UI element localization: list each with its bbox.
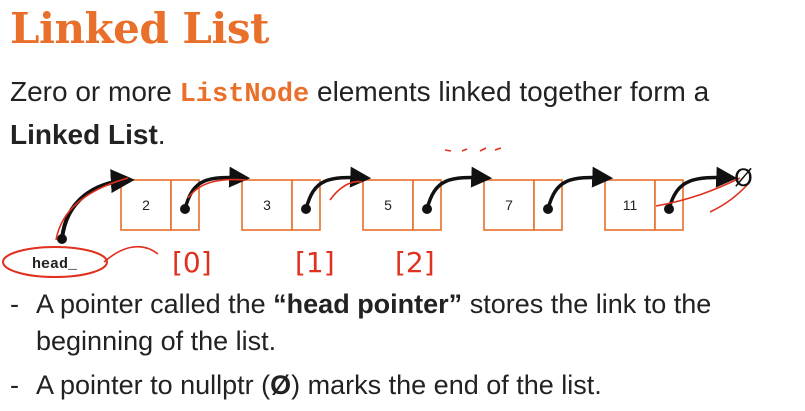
next-pointer-arrow xyxy=(425,166,493,210)
head-annotation-curve xyxy=(103,245,159,263)
node-value: 7 xyxy=(505,197,513,213)
head-annotation-arrow xyxy=(55,177,129,241)
listnode-code: ListNode xyxy=(179,80,310,110)
null-annotation-arrow xyxy=(655,177,749,213)
intro-part3: . xyxy=(157,119,166,150)
bullet-dash: - xyxy=(10,370,19,400)
first-node-annotation-arrow xyxy=(187,178,247,199)
node-value: 3 xyxy=(263,197,271,213)
underline-annotation-arrow xyxy=(329,180,363,201)
index-annotation-2: [2] xyxy=(395,246,435,279)
head-annotation-circle xyxy=(2,246,108,278)
bullet-text: A pointer called the “head pointer” stor… xyxy=(36,286,800,360)
head-label: head_ xyxy=(32,256,78,273)
node-group: 2 3 5 7 11 xyxy=(120,179,684,231)
node-value-box xyxy=(483,179,535,231)
index-annotation-1: [1] xyxy=(295,246,335,279)
next-pointer-arrow xyxy=(546,166,614,210)
intro-bold-term: Linked List xyxy=(10,119,158,150)
list-node: 11 xyxy=(604,179,684,231)
next-pointer-arrow xyxy=(304,166,372,210)
slide-title: Linked List xyxy=(10,4,269,53)
bullet-text: A pointer to nullptr (Ø) marks the end o… xyxy=(36,367,800,404)
bullet-post: stores the link to the beginning of the … xyxy=(36,289,712,356)
null-symbol: Ø xyxy=(734,164,753,192)
bullet-bold: “head pointer” xyxy=(273,289,463,319)
node-value-box xyxy=(362,179,414,231)
list-node: 7 xyxy=(483,179,563,231)
intro-part2: elements linked together form a xyxy=(309,76,710,107)
index-annotation-0: [0] xyxy=(172,246,212,279)
bullet-dash: - xyxy=(10,289,19,319)
bullet-pre: A pointer called the xyxy=(36,289,274,319)
bullet-pre: A pointer to nullptr ( xyxy=(36,370,271,400)
bullet-list: - A pointer called the “head pointer” st… xyxy=(10,286,800,411)
node-value-box xyxy=(604,179,656,231)
bullet-item: - A pointer called the “head pointer” st… xyxy=(10,286,800,360)
pointer-arrows xyxy=(183,166,738,210)
intro-part1: Zero or more xyxy=(10,76,180,107)
head-pointer-arrow xyxy=(60,169,135,240)
bullet-bold: Ø xyxy=(270,370,292,400)
node-value-box xyxy=(241,179,293,231)
node-value: 11 xyxy=(623,197,638,213)
node-value: 5 xyxy=(384,197,392,213)
next-pointer-arrow xyxy=(183,166,251,210)
intro-text: Zero or more ListNode elements linked to… xyxy=(10,72,800,155)
scribble-mark xyxy=(444,147,502,152)
null-pointer-arrow xyxy=(667,166,738,210)
bullet-post: ) marks the end of the list. xyxy=(291,370,602,400)
bullet-item: - A pointer to nullptr (Ø) marks the end… xyxy=(10,367,800,404)
list-node: 5 xyxy=(362,179,442,231)
node-value: 2 xyxy=(142,197,150,213)
